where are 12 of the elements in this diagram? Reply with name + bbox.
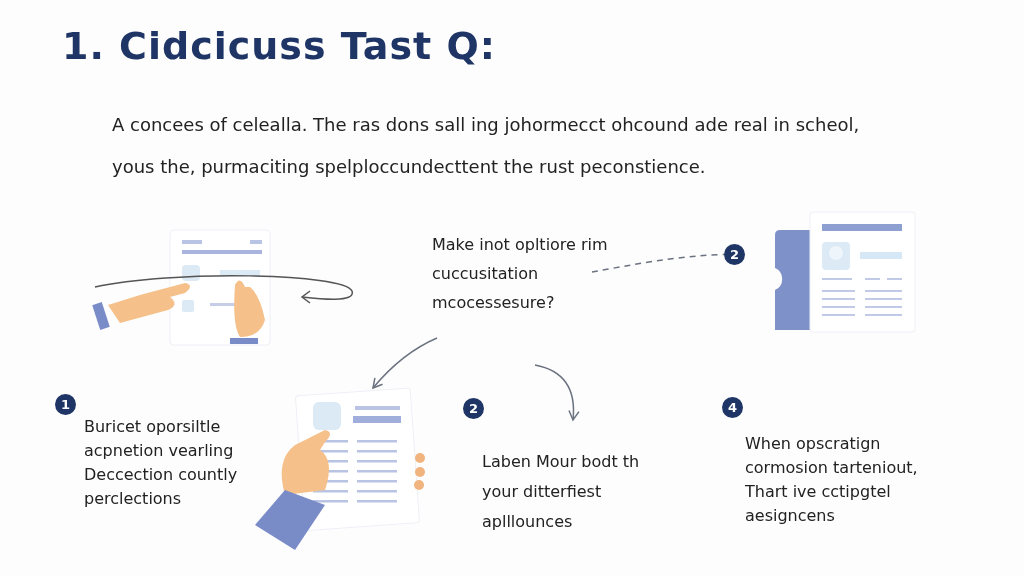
step-number-badge: 4	[722, 397, 743, 418]
step-text: Buricet oporsiltle acpnetion vearling Deccection countly perclections	[84, 416, 239, 510]
arrow	[372, 337, 438, 389]
arrow	[534, 364, 580, 421]
step-text: Laben Mour bodt th your ditterfiest aplllounces	[482, 451, 641, 533]
intro-paragraph: A concees of celealla. The ras dons sall ing johormecct ohcound ade real in scheol, yous the, purmaciting spelploccundecttent the rust peconstience.	[112, 113, 861, 179]
number-badge: 2	[724, 244, 745, 265]
page-title: 1. Cidcicuss Tast Q:	[62, 24, 496, 68]
step-text: When opscratign cormosion tarteniout, Thart ive cctipgtel aesigncens	[745, 433, 919, 527]
step-number-badge: 1	[55, 394, 76, 415]
question-text: Make inot opltiore rim cuccusitation mcocessesure?	[432, 230, 612, 317]
step-number-badge: 2	[463, 398, 484, 419]
